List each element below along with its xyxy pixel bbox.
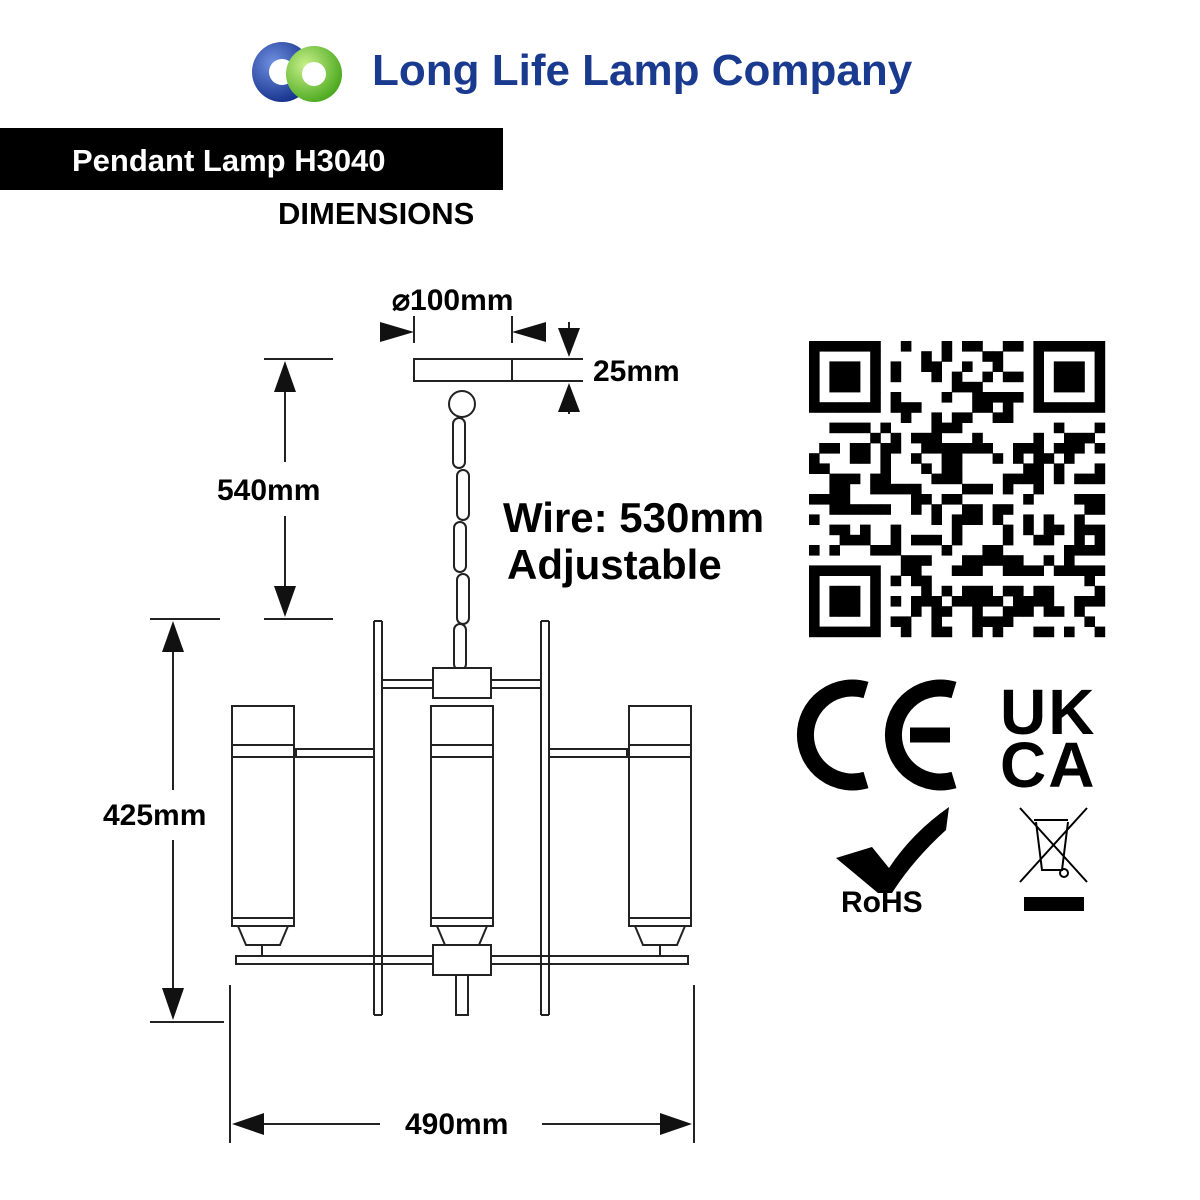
title-bar	[0, 128, 503, 190]
rohs-label: RoHS	[841, 886, 923, 919]
body-height-label: 425mm	[103, 799, 207, 832]
body-width-label: 490mm	[405, 1108, 509, 1141]
candle-right	[628, 705, 692, 927]
wire-adjustable-label: Adjustable	[507, 541, 722, 588]
canopy	[413, 358, 513, 382]
wire-length-label: Wire: 530mm	[503, 494, 765, 541]
ukca-mark-top: UK	[1000, 676, 1097, 748]
page-title: Pendant Lamp H3040	[72, 143, 386, 178]
brand-name: Long Life Lamp Company	[372, 46, 913, 95]
section-heading: DIMENSIONS	[278, 196, 475, 231]
canopy-diameter-label: ⌀100mm	[392, 284, 514, 317]
candle-left	[231, 705, 295, 927]
chain-drop-label: 540mm	[217, 474, 321, 507]
canopy-height-label: 25mm	[593, 355, 680, 388]
ukca-mark-bottom: CA	[1000, 729, 1097, 801]
candle-center	[430, 705, 494, 927]
